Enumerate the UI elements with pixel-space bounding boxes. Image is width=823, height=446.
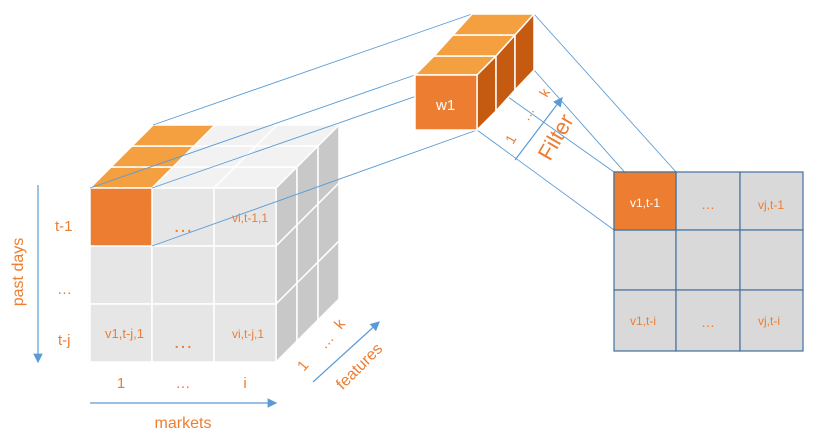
filter-front-face <box>414 74 478 131</box>
cube-ellipsis: … <box>173 215 193 237</box>
output-cell-label: v1,t-1 <box>630 196 660 210</box>
connection-line <box>89 74 416 189</box>
output-cell-label: v1,t-i <box>630 314 656 328</box>
cube-front-cell <box>151 303 215 363</box>
filter-side-face <box>514 12 535 92</box>
filter-weight-label: w1 <box>435 97 455 114</box>
col-label-last: i <box>243 375 246 392</box>
filter-title: Filter <box>533 110 579 165</box>
filter-depth-first: 1 <box>502 132 520 147</box>
features-label: features <box>333 340 386 393</box>
cube-front-cell <box>213 245 277 305</box>
cube-cell-label: vi,t-1,1 <box>232 211 268 225</box>
row-label-t-j: t-j <box>58 332 71 349</box>
row-label-t-1: t-1 <box>55 218 73 235</box>
connection-line <box>476 129 615 231</box>
output-cell-label: vj,t-1 <box>758 198 784 212</box>
output-cell <box>613 289 677 352</box>
filter-depth-arrow <box>514 97 563 161</box>
output-grid <box>613 171 804 352</box>
cube-cell-label: vi,t-j,1 <box>232 327 264 341</box>
features-arrow <box>312 321 380 383</box>
connection-line <box>151 129 478 247</box>
cube-front-cell <box>213 303 277 363</box>
output-cell <box>675 171 741 231</box>
connection-line <box>152 13 473 126</box>
filter-depth-last: k <box>536 85 554 100</box>
cube-cell-label: v1,t-1,1 <box>105 210 148 225</box>
cube-front-cell <box>89 245 153 305</box>
col-label-middle: … <box>176 375 191 392</box>
output-highlight-cell <box>613 171 677 231</box>
cube-side-face <box>317 239 340 322</box>
cube-ellipsis: … <box>173 331 193 353</box>
row-label-middle: … <box>57 281 72 298</box>
output-cell-label: vj,t-i <box>758 314 780 328</box>
output-ellipsis: … <box>701 314 715 330</box>
connection-line <box>533 13 677 173</box>
filter-block <box>413 12 536 132</box>
filter-depth-middle: … <box>517 103 538 123</box>
highlight-top-face <box>130 124 217 147</box>
output-cell <box>739 171 804 231</box>
output-cell <box>739 289 804 352</box>
past-days-label: past days <box>10 238 27 306</box>
highlight-front-cell <box>89 187 153 247</box>
output-cell <box>675 289 741 352</box>
depth-label-last: k <box>331 316 349 333</box>
output-cell <box>613 229 677 291</box>
output-cell <box>675 229 741 291</box>
depth-label-middle: … <box>315 330 338 352</box>
cube-cell-label: v1,t-j,1 <box>105 326 144 341</box>
col-label-first: 1 <box>117 375 125 392</box>
output-ellipsis: … <box>701 196 715 212</box>
output-cell <box>739 229 804 291</box>
input-cube <box>88 123 341 364</box>
markets-label: markets <box>155 415 212 432</box>
cube-front-cell <box>151 245 215 305</box>
depth-label-first: 1 <box>294 357 312 374</box>
